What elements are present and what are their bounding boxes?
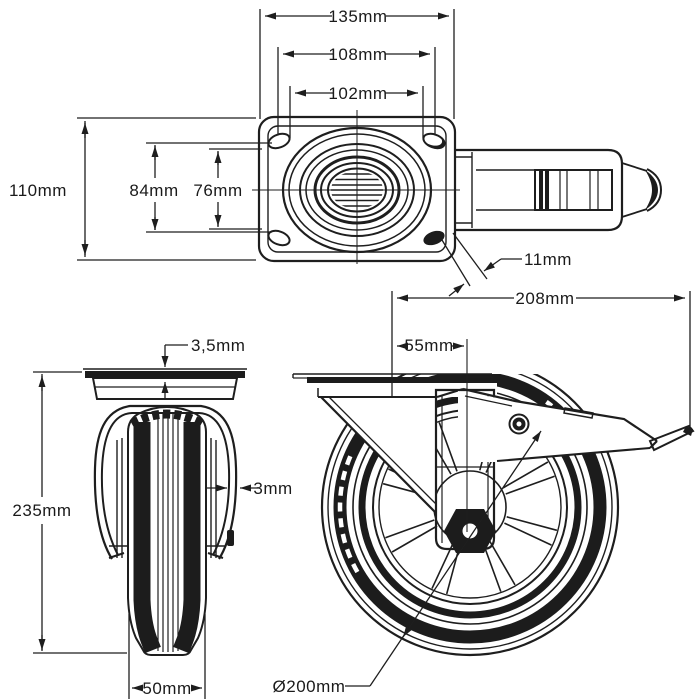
tyre-shoulder-right bbox=[173, 422, 201, 654]
dim-overall-height-label: 235mm bbox=[12, 501, 71, 520]
dim-overall-length-label: 208mm bbox=[515, 289, 574, 308]
dim-overall-height: 235mm bbox=[12, 371, 127, 654]
brake-housing-fill bbox=[458, 391, 657, 462]
overlap-mask bbox=[300, 352, 600, 374]
dim-overall-width: 135mm bbox=[259, 7, 455, 119]
housing-bolt bbox=[508, 413, 530, 435]
dim-hole-diameter-label: 11mm bbox=[524, 250, 572, 269]
dim-swivel-offset-label: 55mm bbox=[404, 336, 453, 355]
bolt-slot-bottom-right bbox=[423, 230, 445, 246]
dim-hole-pitch-width: 108mm bbox=[277, 45, 436, 134]
bolt-slot-top-left bbox=[267, 132, 291, 150]
brake-pin bbox=[227, 530, 234, 546]
dim-overall-depth: 110mm bbox=[9, 117, 256, 261]
dim-wheel-diameter-label: Ø200mm bbox=[273, 677, 346, 696]
dim-overall-depth-label: 110mm bbox=[9, 181, 67, 200]
tyre-shoulder-left bbox=[133, 422, 161, 654]
dim-hole-pitch-depth: 84mm bbox=[129, 142, 272, 233]
housing-tab bbox=[563, 407, 594, 419]
dim-fork-material: 3mm bbox=[206, 479, 292, 498]
dim-overall-length: 208mm bbox=[391, 289, 691, 426]
tread-blocks-crown bbox=[129, 409, 205, 428]
dim-swivel-offset: 55mm bbox=[397, 336, 464, 355]
dim-wheel-diameter: Ø200mm bbox=[273, 430, 542, 696]
dim-hole-pitch-depth-inner-label: 76mm bbox=[193, 181, 242, 200]
tyre-tread-band bbox=[534, 169, 613, 211]
dim-wheel-width: 50mm bbox=[128, 614, 206, 699]
side-view: 208mm 55mm Ø200mm bbox=[273, 289, 695, 696]
front-fork-arch bbox=[93, 404, 238, 560]
tyre-sidewall-lettering bbox=[337, 374, 603, 640]
front-top-plate bbox=[83, 368, 247, 378]
dim-overall-width-label: 135mm bbox=[328, 7, 387, 26]
kingpin-hatch bbox=[331, 173, 383, 207]
bolt-slot-top-right bbox=[421, 132, 446, 150]
brake-housing-top bbox=[462, 387, 658, 442]
axle-hex-nut bbox=[444, 509, 496, 553]
dim-hole-diameter: 11mm bbox=[441, 232, 572, 297]
wheel-end-cap bbox=[646, 168, 663, 212]
fork-blade-edge bbox=[320, 396, 437, 514]
top-plan-view: 135mm 108mm 102mm 110mm bbox=[9, 7, 663, 297]
dim-hole-pitch-width-label: 108mm bbox=[328, 45, 387, 64]
dim-hole-pitch-width-inner: 102mm bbox=[289, 84, 424, 138]
front-wheel bbox=[116, 405, 217, 656]
swivel-bearing-rings bbox=[281, 126, 433, 254]
wheel-top-view bbox=[456, 148, 663, 232]
dim-hole-pitch-width-inner-label: 102mm bbox=[328, 84, 387, 103]
dim-fork-material-label: 3mm bbox=[253, 479, 292, 498]
bolt-slot-bottom-left bbox=[267, 229, 291, 247]
front-view: 3,5mm 235mm 3mm 50mm bbox=[12, 336, 292, 699]
brake-pedal bbox=[648, 424, 695, 452]
side-fork bbox=[317, 383, 695, 553]
dim-plate-thickness: 3,5mm bbox=[161, 336, 245, 400]
tyre-edge-crescent bbox=[645, 170, 658, 210]
dim-wheel-width-label: 50mm bbox=[142, 679, 191, 698]
dim-plate-thickness-label: 3,5mm bbox=[191, 336, 245, 355]
dim-hole-pitch-depth-inner: 76mm bbox=[193, 148, 262, 230]
dim-hole-pitch-depth-label: 84mm bbox=[129, 181, 178, 200]
